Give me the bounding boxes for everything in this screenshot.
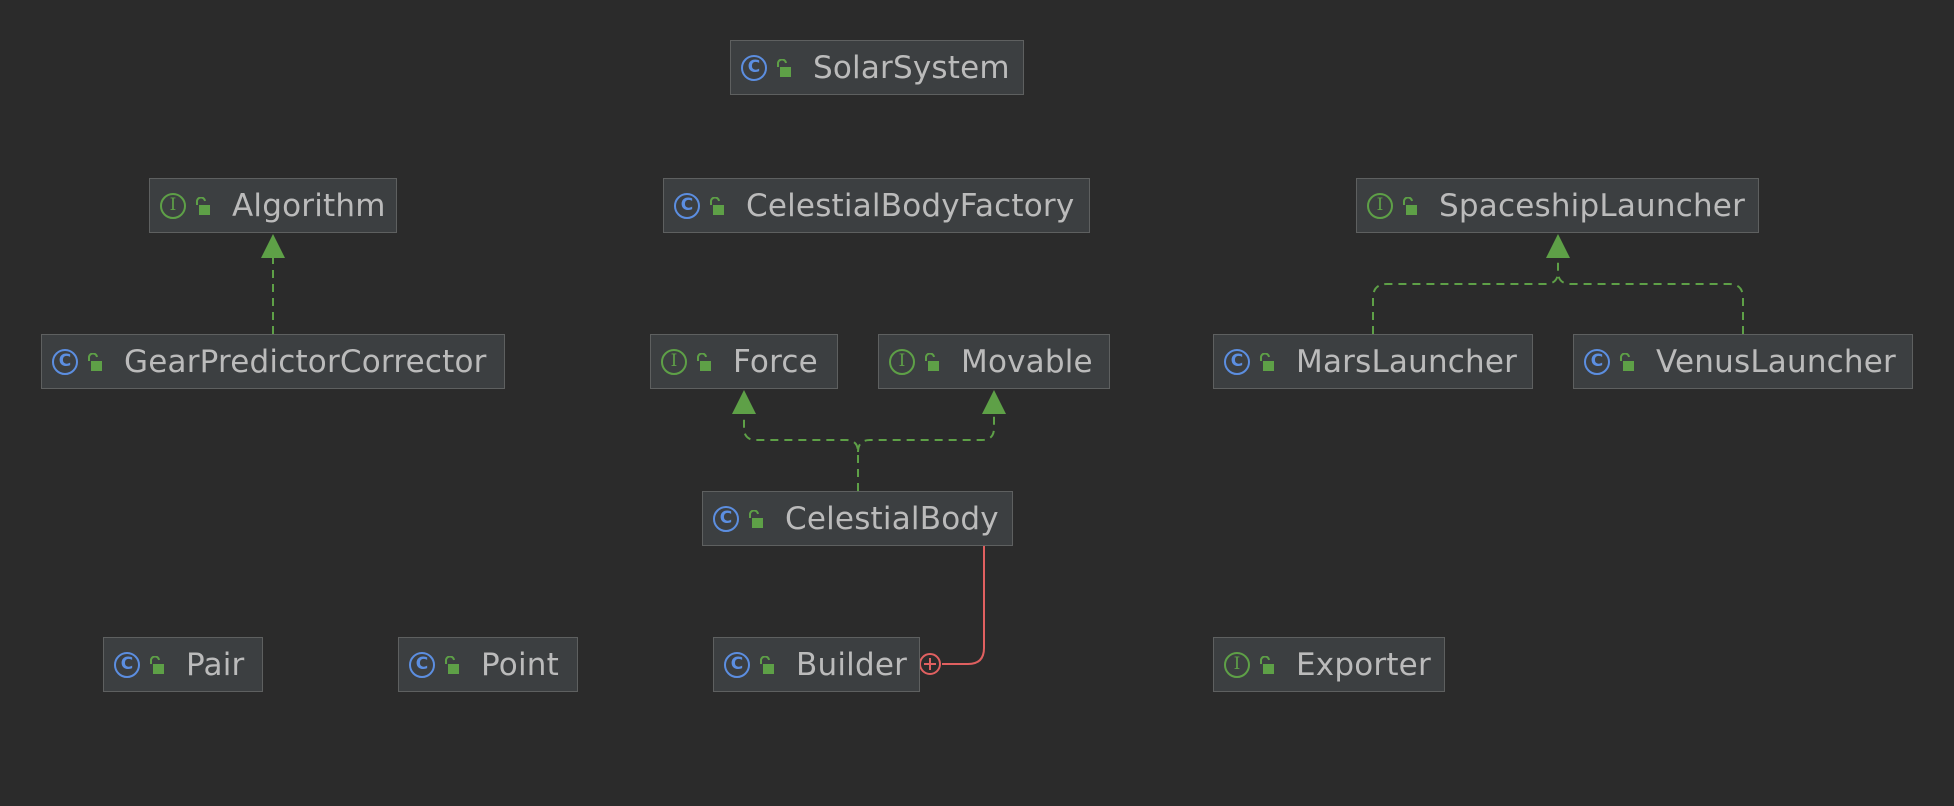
arrowhead-movable [982, 390, 1006, 414]
unlock-icon [1620, 352, 1634, 371]
class-icon: C [52, 348, 78, 375]
arrowhead-force [732, 390, 756, 414]
node-label: Pair [186, 646, 245, 683]
node-movable[interactable]: I Movable [878, 334, 1110, 389]
class-icon: C [1584, 348, 1610, 375]
node-label: Movable [961, 343, 1093, 380]
unlock-icon [150, 655, 164, 674]
node-point[interactable]: C Point [398, 637, 578, 692]
node-force[interactable]: I Force [650, 334, 838, 389]
node-label: Builder [796, 646, 908, 683]
edge-builder-celestialbody [942, 546, 985, 665]
node-label: GearPredictorCorrector [124, 343, 487, 380]
node-celestialbody[interactable]: C CelestialBody [702, 491, 1013, 546]
unlock-icon [1260, 352, 1274, 371]
interface-icon: I [1224, 651, 1250, 678]
node-label: CelestialBodyFactory [746, 187, 1075, 224]
edge-celestialbody-movable [857, 410, 995, 453]
class-icon: C [741, 54, 767, 81]
node-solarsystem[interactable]: C SolarSystem [730, 40, 1024, 95]
node-spaceshiplauncher[interactable]: I SpaceshipLauncher [1356, 178, 1759, 233]
class-icon: C [713, 505, 739, 532]
edge-marslauncher-spaceshiplauncher [1372, 256, 1559, 334]
unlock-icon [445, 655, 459, 674]
node-algorithm[interactable]: I Algorithm [149, 178, 397, 233]
unlock-icon [1403, 196, 1417, 215]
unlock-icon [925, 352, 939, 371]
node-label: Algorithm [232, 187, 386, 224]
node-label: CelestialBody [785, 500, 999, 537]
node-label: SolarSystem [813, 49, 1010, 86]
edge-venuslauncher-spaceshiplauncher [1557, 271, 1744, 334]
node-exporter[interactable]: I Exporter [1213, 637, 1445, 692]
node-celestialbodyfactory[interactable]: C CelestialBodyFactory [663, 178, 1090, 233]
interface-icon: I [160, 192, 186, 219]
class-icon: C [724, 651, 750, 678]
interface-icon: I [661, 348, 687, 375]
unlock-icon [710, 196, 724, 215]
node-pair[interactable]: C Pair [103, 637, 263, 692]
interface-icon: I [1367, 192, 1393, 219]
unlock-icon [777, 58, 791, 77]
class-icon: C [409, 651, 435, 678]
inner-class-marker [919, 653, 941, 675]
unlock-icon [196, 196, 210, 215]
unlock-icon [697, 352, 711, 371]
class-icon: C [114, 651, 140, 678]
edge-celestialbody-force [743, 410, 859, 491]
node-label: SpaceshipLauncher [1439, 187, 1746, 224]
node-marslauncher[interactable]: C MarsLauncher [1213, 334, 1533, 389]
node-venuslauncher[interactable]: C VenusLauncher [1573, 334, 1913, 389]
node-gearpredictorcorrector[interactable]: C GearPredictorCorrector [41, 334, 505, 389]
node-label: Force [733, 343, 818, 380]
arrowhead-spaceshiplauncher [1546, 234, 1570, 258]
interface-icon: I [889, 348, 915, 375]
unlock-icon [749, 509, 763, 528]
node-label: VenusLauncher [1656, 343, 1896, 380]
node-label: Exporter [1296, 646, 1431, 683]
unlock-icon [760, 655, 774, 674]
inner-class-marker-plus [924, 658, 936, 670]
arrowhead-algorithm [261, 234, 285, 258]
class-icon: C [1224, 348, 1250, 375]
node-label: MarsLauncher [1296, 343, 1518, 380]
class-icon: C [674, 192, 700, 219]
unlock-icon [88, 352, 102, 371]
unlock-icon [1260, 655, 1274, 674]
node-label: Point [481, 646, 559, 683]
node-builder[interactable]: C Builder [713, 637, 920, 692]
